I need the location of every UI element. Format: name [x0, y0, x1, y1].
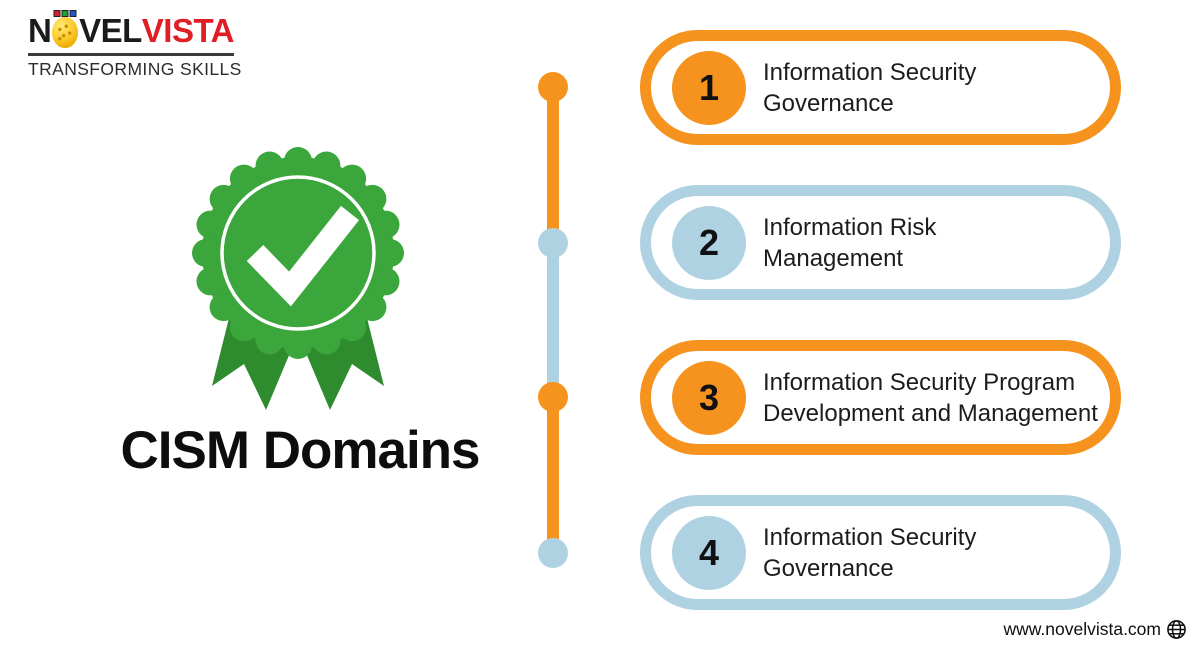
- logo-ball-icon: [52, 10, 79, 48]
- timeline-dot-2: [538, 228, 568, 258]
- logo-divider: [28, 53, 234, 56]
- domain-pill-1: 1 Information Security Governance: [640, 30, 1121, 145]
- timeline-segment-2: [547, 243, 559, 397]
- domain-label: Information Security Governance: [763, 58, 977, 117]
- footer: www.novelvista.com: [1003, 619, 1187, 640]
- domain-pill-3: 3 Information Security Program Developme…: [640, 340, 1121, 455]
- timeline-dot-4: [538, 538, 568, 568]
- logo-wordmark: N VEL VISTA: [28, 10, 235, 50]
- domain-number-badge: 2: [672, 205, 746, 280]
- domain-number-badge: 1: [672, 50, 746, 125]
- timeline-dot-3: [538, 382, 568, 412]
- logo-tagline: TRANSFORMING SKILLS: [28, 59, 242, 79]
- domain-label: Information Security Program Development…: [763, 368, 1098, 427]
- timeline-dot-1: [538, 72, 568, 102]
- page-title: CISM Domains: [120, 421, 480, 480]
- novelvista-logo: N VEL VISTA TRANSFORMING SKILLS: [28, 10, 242, 80]
- timeline-segment-3: [547, 397, 559, 553]
- domain-label: Information Security Governance: [763, 523, 977, 582]
- domain-label: Information Risk Management: [763, 213, 937, 272]
- check-rosette-badge-icon: [192, 147, 404, 410]
- website-url: www.novelvista.com: [1003, 619, 1161, 639]
- logo-text-n: N: [28, 12, 52, 49]
- globe-icon: [1167, 620, 1186, 639]
- domain-pill-2: 2 Information Risk Management: [640, 185, 1121, 300]
- domain-number-badge: 4: [672, 515, 746, 590]
- logo-text-vel: VEL: [79, 12, 142, 49]
- timeline-segment-1: [547, 87, 559, 243]
- logo-text-vista: VISTA: [141, 12, 235, 49]
- domain-number-badge: 3: [672, 360, 746, 435]
- domain-pill-4: 4 Information Security Governance: [640, 495, 1121, 610]
